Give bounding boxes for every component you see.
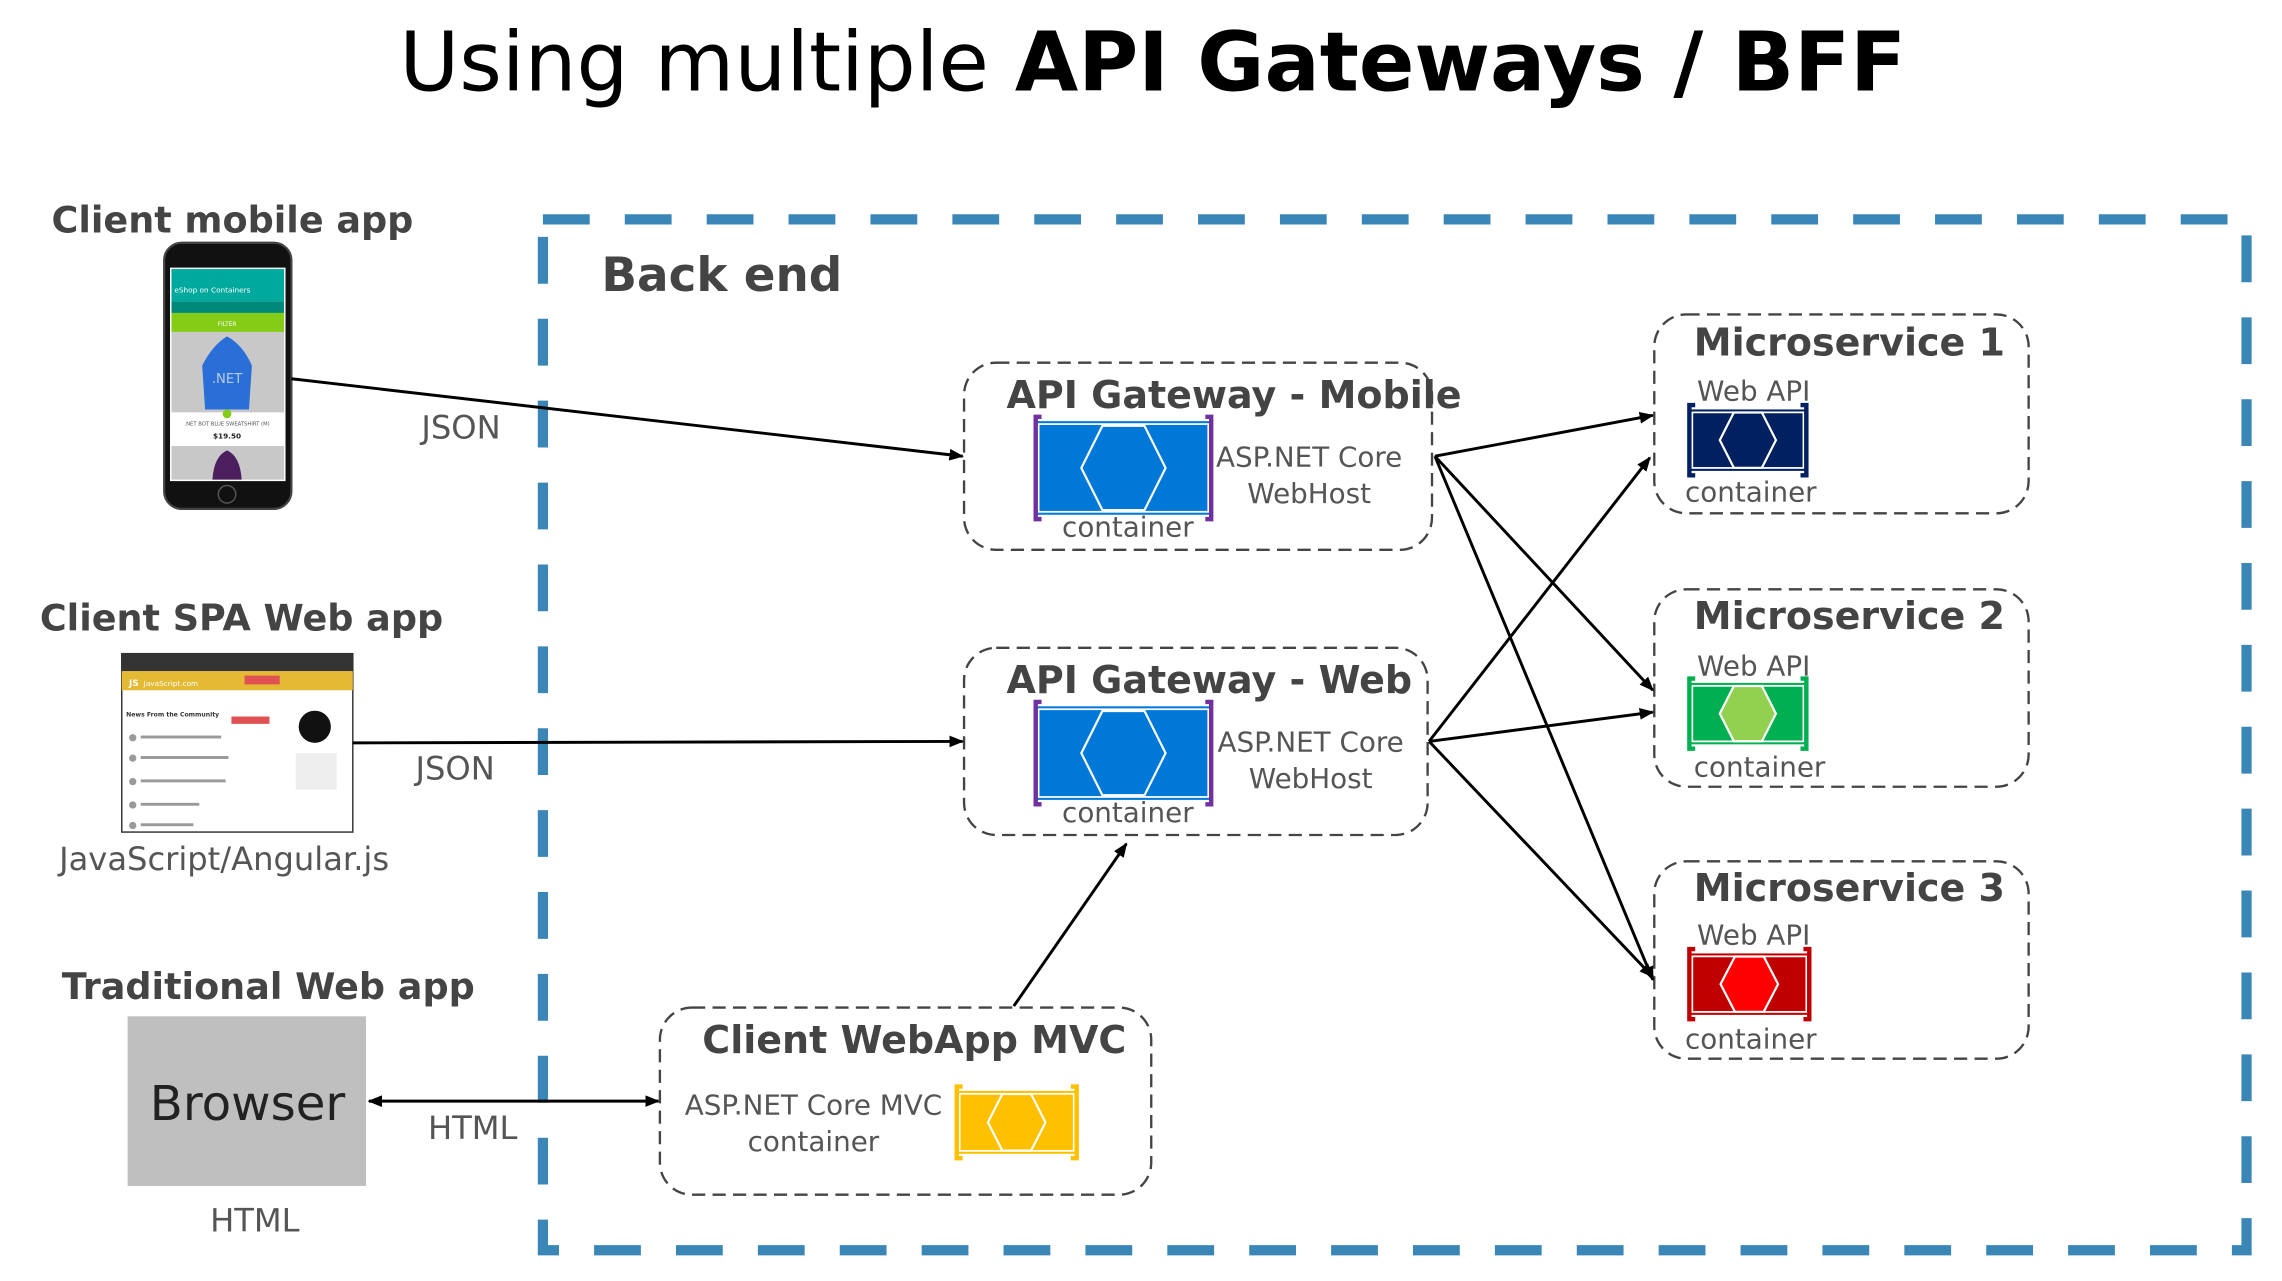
mobile-shirt-text: .NET [212, 372, 243, 387]
microservice-2-box [1653, 588, 2030, 788]
hexagon-icon [1718, 684, 1778, 743]
microservice-2-container-label: container [1694, 750, 1826, 783]
spa-site-name: JavaScript.com [143, 679, 198, 688]
hexagon-icon [1080, 709, 1167, 797]
title-normal: Using multiple [399, 16, 1015, 111]
mobile-product-name: .NET BOT BLUE SWEATSHIRT (M) [184, 422, 269, 428]
container-right-bracket [1205, 699, 1214, 807]
container-right-bracket [1205, 414, 1214, 522]
microservice-3-container-label: container [1685, 1022, 1817, 1055]
mobile-protocol-label: JSON [419, 409, 500, 447]
arrow-mvc-to-gateway-web [1012, 842, 1128, 1007]
client-webapp-mvc-box [658, 1006, 1153, 1196]
microservice-1-title: Microservice 1 [1694, 320, 2005, 364]
api-gateway-mobile-box [962, 361, 1434, 552]
html-protocol-label: HTML [428, 1109, 518, 1147]
title-bold: API Gateways / BFF [1015, 16, 1906, 111]
hexagon-icon [986, 1092, 1047, 1152]
microservice-1-container-label: container [1685, 476, 1817, 509]
gateway-mobile-title: API Gateway - Mobile [1006, 373, 1461, 417]
browser-caption: HTML [210, 1201, 300, 1239]
container-right-bracket [1800, 402, 1809, 478]
spa-screenshot-image: JS JavaScript.com News From the Communit… [121, 652, 354, 833]
container-left-bracket [1687, 402, 1696, 478]
container-left-bracket [1033, 414, 1042, 522]
arrow-gwm-to-ms3 [1433, 455, 1655, 982]
microservice-3-container-icon [1687, 946, 1812, 1022]
api-gateway-web-box [962, 646, 1429, 837]
spa-heading: News From the Community [126, 712, 219, 719]
container-inner-border [1037, 423, 1210, 513]
gateway-web-tech: ASP.NET Core [1218, 726, 1404, 759]
browser-label: Browser [150, 1076, 346, 1132]
spa-caption: JavaScript/Angular.js [57, 840, 389, 878]
container-right-bracket [1070, 1084, 1079, 1161]
microservice-1-api: Web API [1697, 375, 1810, 408]
page-title: Using multiple API Gateways / BFF [399, 16, 1906, 111]
container-left-bracket [954, 1084, 963, 1161]
mvc-container-label: container [748, 1125, 880, 1158]
client-mobile-label: Client mobile app [52, 199, 414, 242]
spa-logo: JS [128, 679, 139, 689]
gateway-web-container-icon [1033, 699, 1214, 807]
container-left-bracket [1033, 699, 1042, 807]
traditional-web-label: Traditional Web app [62, 965, 475, 1008]
client-spa-label: Client SPA Web app [40, 596, 443, 639]
microservice-2-title: Microservice 2 [1694, 594, 2005, 638]
mobile-app-title: eShop on Containers [174, 285, 250, 294]
container-right-bracket [1800, 676, 1809, 751]
arrow-gww-to-ms1 [1427, 456, 1652, 743]
microservice-1-box [1653, 313, 2030, 515]
backend-label: Back end [601, 249, 842, 303]
microservice-2-api: Web API [1697, 650, 1810, 683]
gateway-web-host: WebHost [1249, 762, 1373, 795]
hexagon-icon [1719, 955, 1780, 1013]
arrow-gww-to-ms2 [1428, 708, 1655, 743]
gateway-mobile-tech: ASP.NET Core [1216, 440, 1402, 473]
mobile-filter: FILTER [218, 322, 237, 328]
gateway-mobile-host: WebHost [1247, 477, 1371, 510]
container-inner-border [1037, 708, 1210, 798]
mvc-container-icon [954, 1084, 1079, 1161]
microservice-2-container-icon [1687, 676, 1809, 751]
gateway-web-container-label: container [1062, 796, 1194, 829]
microservice-1-container-icon [1687, 402, 1809, 478]
mvc-tech: ASP.NET Core MVC [685, 1088, 942, 1121]
microservice-3-title: Microservice 3 [1694, 866, 2005, 910]
gateway-mobile-container-icon [1033, 414, 1214, 522]
arrow-spa-to-gateway [352, 735, 965, 748]
mvc-title: Client WebApp MVC [702, 1018, 1126, 1062]
arrow-gwm-to-ms2 [1433, 455, 1654, 692]
microservice-3-box [1653, 860, 2030, 1060]
spa-protocol-label: JSON [414, 749, 495, 787]
microservice-3-api: Web API [1697, 919, 1810, 952]
mobile-product-price: $19.50 [213, 432, 241, 441]
browser-box [127, 1016, 366, 1186]
gateway-mobile-container-label: container [1062, 511, 1194, 544]
container-left-bracket [1687, 946, 1696, 1022]
container-right-bracket [1803, 946, 1812, 1022]
hexagon-icon [1080, 424, 1167, 512]
hexagon-icon [1718, 411, 1778, 469]
arrow-gww-to-ms3 [1428, 740, 1654, 978]
backend-boundary [537, 214, 2252, 1256]
arrow-mobile-to-gateway [291, 377, 965, 461]
mobile-phone-image: eShop on Containers FILTER .NET .NET BOT… [163, 241, 293, 510]
gateway-web-title: API Gateway - Web [1006, 658, 1412, 702]
arrow-gwm-to-ms1 [1434, 411, 1655, 458]
container-left-bracket [1687, 676, 1696, 751]
